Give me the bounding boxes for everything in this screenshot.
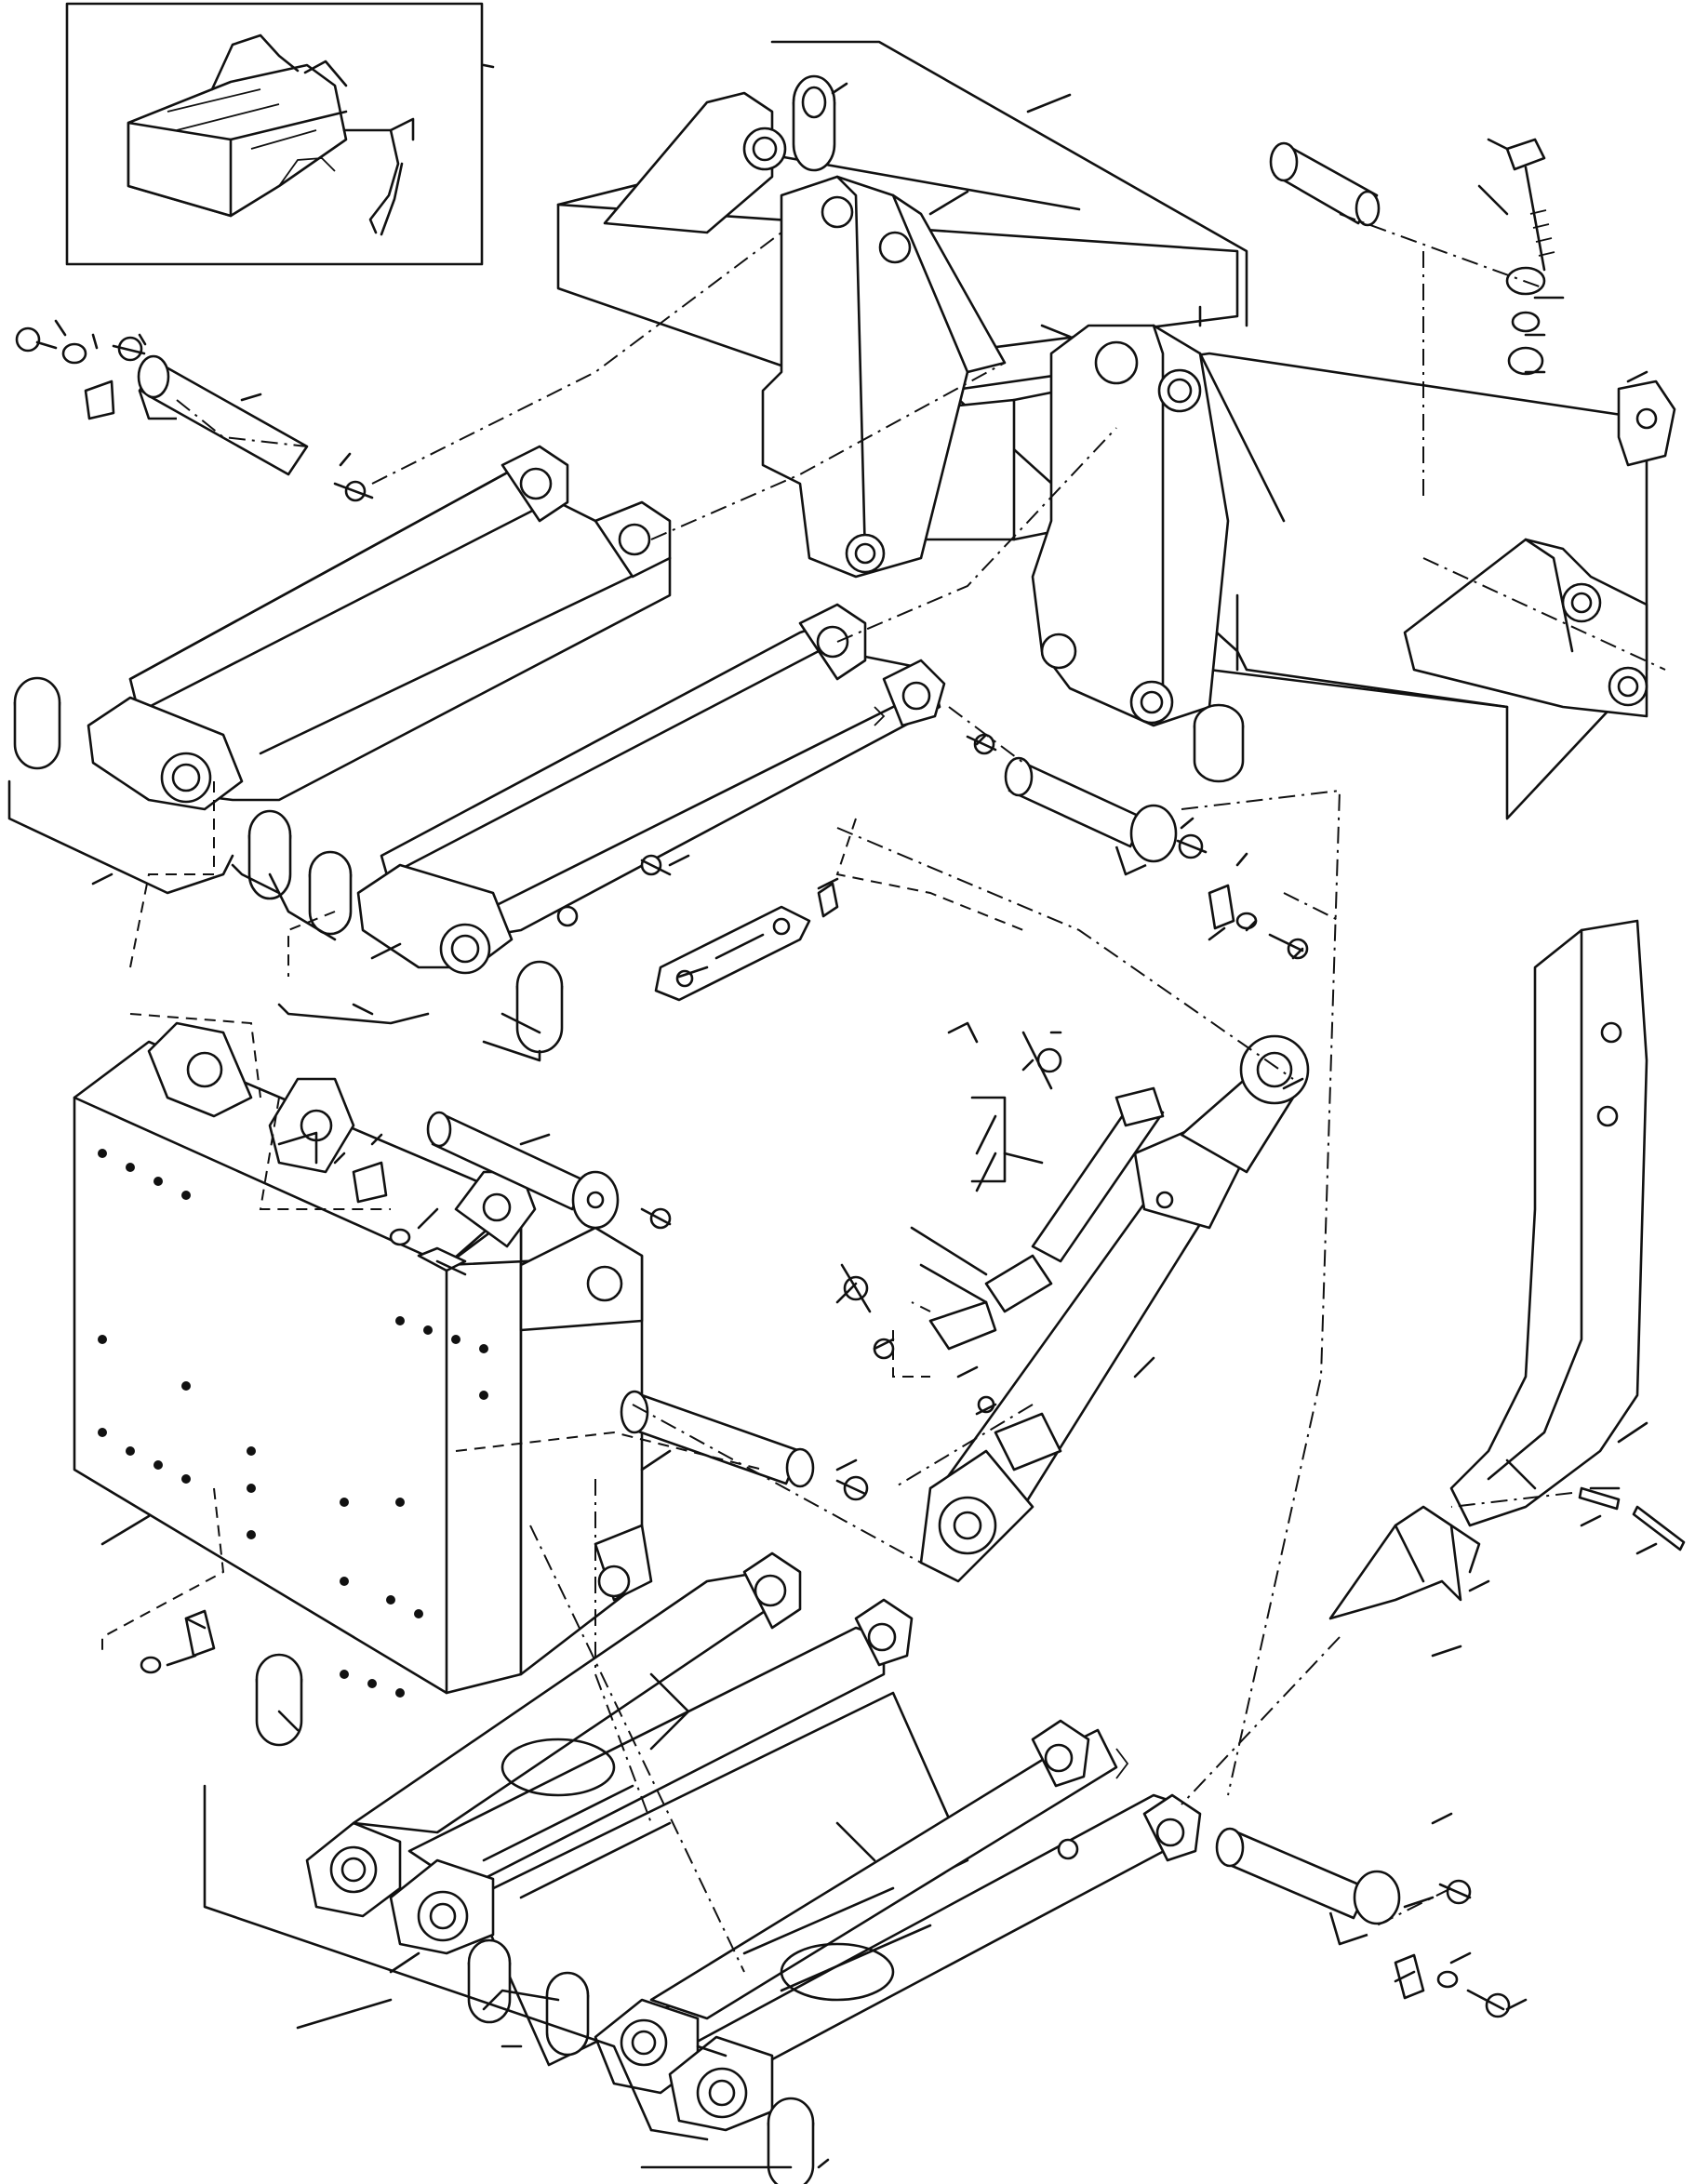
bushing-frame-top <box>794 76 834 170</box>
bushing-link-left <box>15 678 60 768</box>
pin-top-left <box>139 356 307 474</box>
pin-bracket-lower <box>621 1392 867 1499</box>
lower-beam <box>307 1553 1200 2130</box>
bushing-link-mid-2 <box>310 852 351 934</box>
shank-mount-bracket <box>74 1023 651 1698</box>
pin-middle-right <box>1006 758 1176 874</box>
callout-leaders <box>9 42 1656 2167</box>
pin-beam-lower-right <box>1217 1829 1399 1944</box>
bolts-and-washers-top-right <box>1507 140 1675 465</box>
bushing-beam-center-2 <box>547 1973 588 2055</box>
upper-link-right <box>358 605 944 973</box>
assembly-lines <box>102 214 1665 1972</box>
ripper-tip-pins <box>1580 1488 1684 1550</box>
bolts-and-washers-bracket-upper <box>354 1163 670 1274</box>
ripper-tip <box>1330 1507 1479 1618</box>
hydraulic-cylinder <box>842 1032 1308 1581</box>
upper-link-left <box>88 446 670 809</box>
main-frame <box>558 93 1647 819</box>
ripper-shank <box>1451 921 1647 1525</box>
bolts-and-washers-top-left <box>17 328 372 500</box>
inset-overview <box>67 4 482 264</box>
bushing-frame-bottom <box>1195 705 1243 781</box>
pin-bracket-upper <box>428 1112 618 1228</box>
bushing-link-mid-1 <box>249 811 290 899</box>
bolts-and-washers-bracket-lower <box>141 1611 214 1672</box>
bushing-beam-bottom <box>768 2098 813 2184</box>
bolts-and-washers-lower-right <box>1395 1881 1509 2017</box>
bushing-link-right <box>517 962 562 1052</box>
link-plate <box>558 856 837 1000</box>
pin-top-right <box>1271 143 1379 225</box>
bushing-beam-left <box>257 1655 301 1745</box>
